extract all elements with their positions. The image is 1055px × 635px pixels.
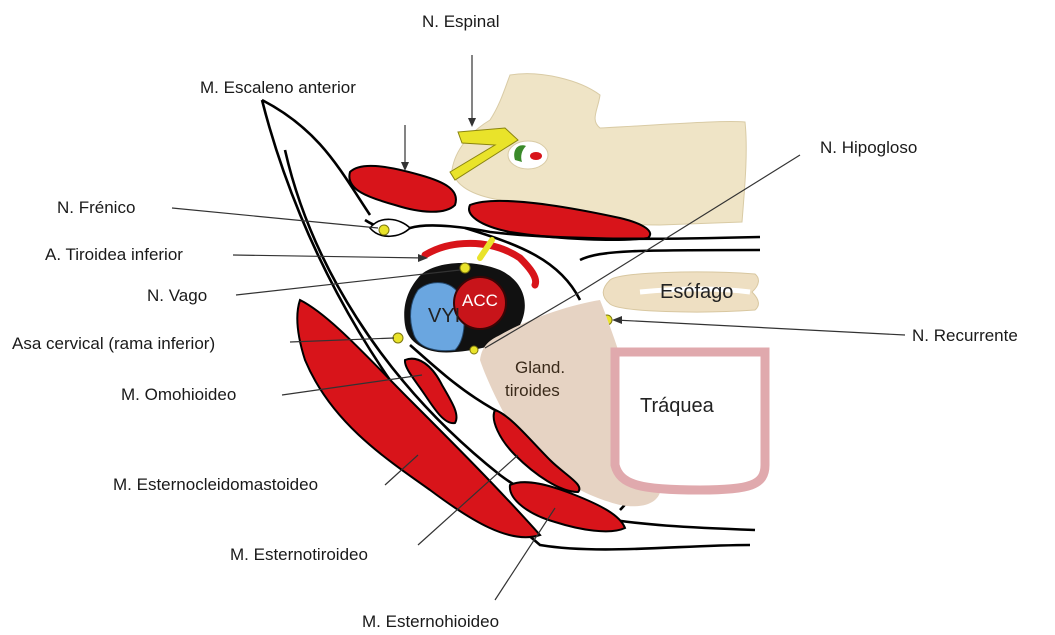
esofago-label: Esófago <box>660 281 733 303</box>
label-asa-cervical: Asa cervical (rama inferior) <box>12 334 215 353</box>
traquea-label: Tráquea <box>640 395 715 417</box>
gland-label-line1: Gland. <box>515 358 565 377</box>
acc-label: ACC <box>462 291 498 310</box>
escaleno-anterior-muscle <box>349 166 456 212</box>
label-m-esternohioideo: M. Esternohioideo <box>362 612 499 631</box>
vertebral-artery-mark <box>530 152 542 160</box>
label-m-esternocleidomastoideo: M. Esternocleidomastoideo <box>113 475 318 494</box>
label-n-vago: N. Vago <box>147 286 207 305</box>
label-n-espinal: N. Espinal <box>422 12 499 31</box>
vertebral-foramen <box>508 141 548 169</box>
label-m-esternotiroideo: M. Esternotiroideo <box>230 545 368 564</box>
label-n-frenico: N. Frénico <box>57 198 135 217</box>
label-n-hipogloso: N. Hipogloso <box>820 138 917 157</box>
label-a-tiroidea-inferior: A. Tiroidea inferior <box>45 245 183 264</box>
vagus-nerve <box>460 263 470 273</box>
trachea-ring <box>615 352 765 490</box>
label-m-omohioideo: M. Omohioideo <box>121 385 236 404</box>
label-m-escaleno-anterior: M. Escaleno anterior <box>200 78 356 97</box>
label-n-recurrente: N. Recurrente <box>912 326 1018 345</box>
gland-label-line2: tiroides <box>505 381 560 400</box>
ansa-cervicalis-nerve <box>393 333 403 343</box>
hypoglossal-nerve-dot <box>470 346 478 354</box>
vyi-label: VYI <box>428 305 460 327</box>
phrenic-nerve <box>379 225 389 235</box>
